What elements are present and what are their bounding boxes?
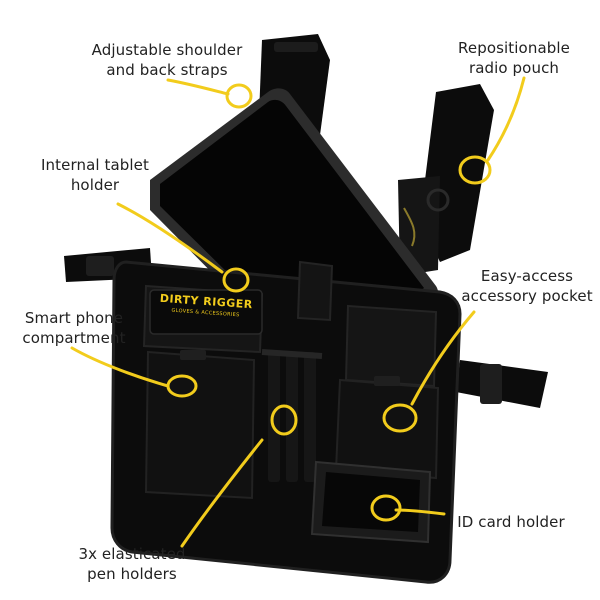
callout-line: pen holders [87,565,177,583]
callout-line: Adjustable shoulder [91,41,243,59]
callout-line: radio pouch [468,59,560,77]
callout-line: Internal tablet [41,156,149,174]
radio-pouch [398,84,494,276]
callout-line: compartment [22,329,126,347]
annotation-marks [70,76,526,548]
pen-holders [261,349,323,482]
accessory-pocket [334,304,440,480]
callout-line: Easy-access [480,267,574,285]
callout-line: Repositionable [458,39,570,57]
callout-tablet-holder: Internal tablet holder [30,155,160,195]
callout-line: 3x elasticated [78,545,186,563]
callout-id-card-holder: ID card holder [446,512,576,532]
callout-shoulder-straps: Adjustable shoulder and back straps [74,40,260,80]
callout-line: and back straps [106,61,228,79]
id-card-window [310,460,432,544]
callout-line: accessory pocket [461,287,593,305]
logo-patch [149,289,263,335]
callout-line: holder [70,176,120,194]
callout-line: ID card holder [457,513,565,531]
callout-radio-pouch: Repositionable radio pouch [446,38,582,78]
callout-phone-compartment: Smart phone compartment [4,308,144,348]
callout-accessory-pocket: Easy-access accessory pocket [456,266,598,306]
center-buckle [296,260,334,322]
callout-line: Smart phone [24,309,124,327]
side-strap-right [456,360,548,408]
callout-pen-holders: 3x elasticated pen holders [72,544,192,584]
